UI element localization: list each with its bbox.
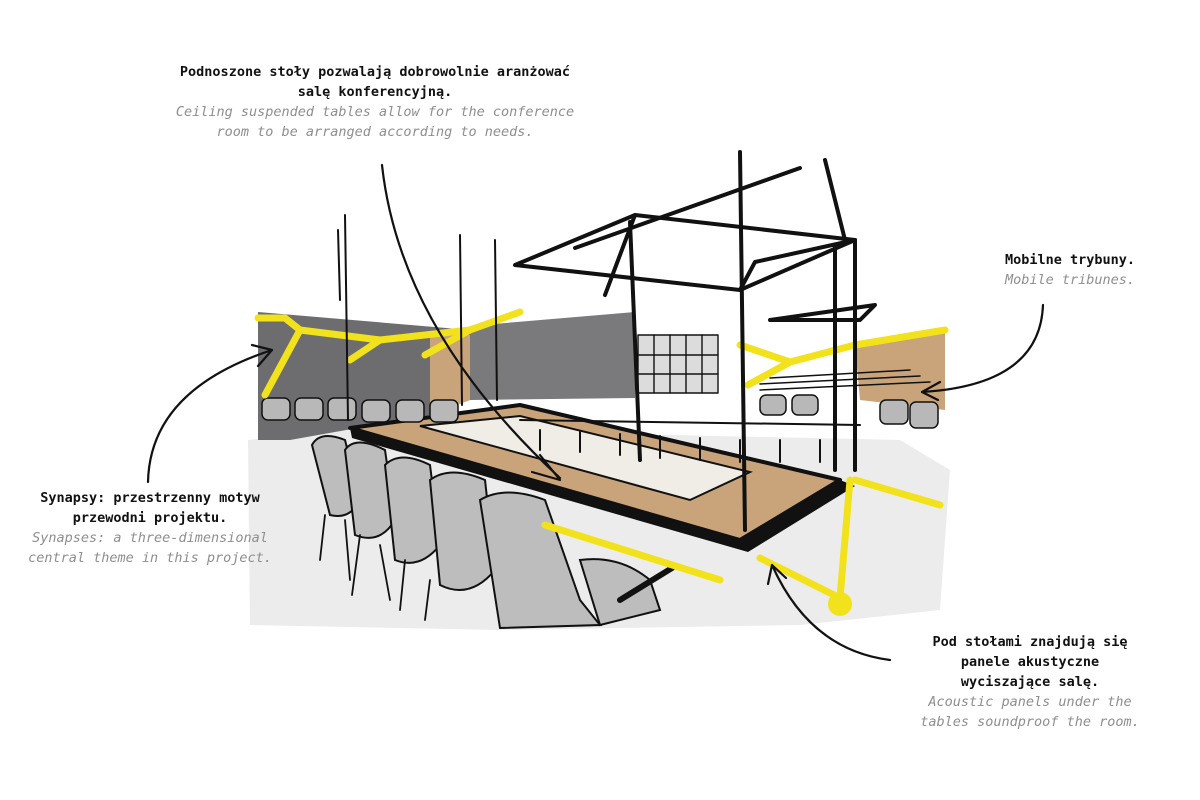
chair-legs <box>319 514 675 621</box>
mobile-tribunes <box>759 369 931 391</box>
annotation-arrows <box>146 163 1045 662</box>
annotation-synapses-en: Synapses: a three-dimensional central th… <box>28 530 272 566</box>
back-chairs <box>261 394 939 429</box>
ceiling-frame <box>513 150 877 532</box>
annotation-acoustic-panels-pl: Pod stołami znajdują się panele akustycz… <box>932 634 1128 690</box>
annotation-suspended-tables-en: Ceiling suspended tables allow for the c… <box>175 104 575 140</box>
annotation-mobile-tribunes-pl: Mobilne trybuny. <box>1004 252 1136 268</box>
hanging-cords <box>337 214 498 421</box>
far-tables <box>519 419 861 463</box>
annotation-mobile-tribunes: Mobilne trybuny. Mobile tribunes. <box>965 250 1175 290</box>
window-grid <box>637 334 719 394</box>
annotation-mobile-tribunes-en: Mobile tribunes. <box>1004 272 1136 288</box>
annotation-acoustic-panels: Pod stołami znajdują się panele akustycz… <box>880 632 1180 732</box>
annotation-suspended-tables: Podnoszone stoły pozwalają dobrowolnie a… <box>140 62 610 142</box>
back-wall-center <box>470 312 635 400</box>
annotation-acoustic-panels-en: Acoustic panels under the tables soundpr… <box>920 694 1140 730</box>
annotation-synapses: Synapsy: przestrzenny motyw przewodni pr… <box>0 488 300 568</box>
annotation-suspended-tables-pl: Podnoszone stoły pozwalają dobrowolnie a… <box>179 64 571 100</box>
annotation-synapses-pl: Synapsy: przestrzenny motyw przewodni pr… <box>40 490 260 526</box>
wood-wall-left <box>430 332 470 415</box>
synapse-node <box>828 592 852 616</box>
foreground-chairs <box>310 435 662 630</box>
table-inner-cutout <box>419 414 754 502</box>
yellow-synapses <box>254 308 949 602</box>
